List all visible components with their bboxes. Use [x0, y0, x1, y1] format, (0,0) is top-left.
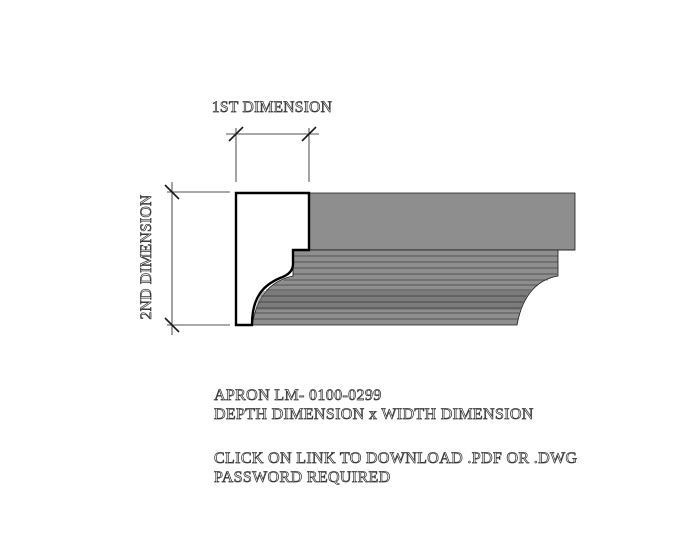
caption-block-download: CLICK ON LINK TO DOWNLOAD .PDF OR .DWG P…	[214, 449, 578, 487]
molding-contour-lines	[253, 255, 558, 320]
first-dimension-tick-left	[228, 126, 244, 142]
first-dimension-tick-right	[301, 126, 317, 142]
second-dimension-tick-bottom	[164, 317, 180, 333]
dimension-format: DEPTH DIMENSION x WIDTH DIMENSION	[214, 406, 534, 424]
first-dimension-marker	[226, 126, 319, 182]
product-code: APRON LM- 0100-0299	[214, 387, 382, 405]
second-dimension-label: 2ND DIMENSION	[138, 195, 155, 320]
second-dimension-marker	[164, 182, 230, 335]
molding-curved-face	[251, 249, 559, 326]
download-instruction: CLICK ON LINK TO DOWNLOAD .PDF OR .DWG	[214, 450, 578, 468]
first-dimension-label: 1ST DIMENSION	[212, 99, 332, 116]
second-dimension-tick-top	[164, 184, 180, 200]
molding-shade-band	[255, 291, 530, 310]
caption-block-product: APRON LM- 0100-0299 DEPTH DIMENSION x WI…	[214, 386, 534, 424]
molding-extrusion	[251, 192, 576, 326]
password-note: PASSWORD REQUIRED	[214, 469, 391, 487]
molding-top-face	[308, 192, 576, 251]
apron-profile-outline	[234, 191, 311, 327]
